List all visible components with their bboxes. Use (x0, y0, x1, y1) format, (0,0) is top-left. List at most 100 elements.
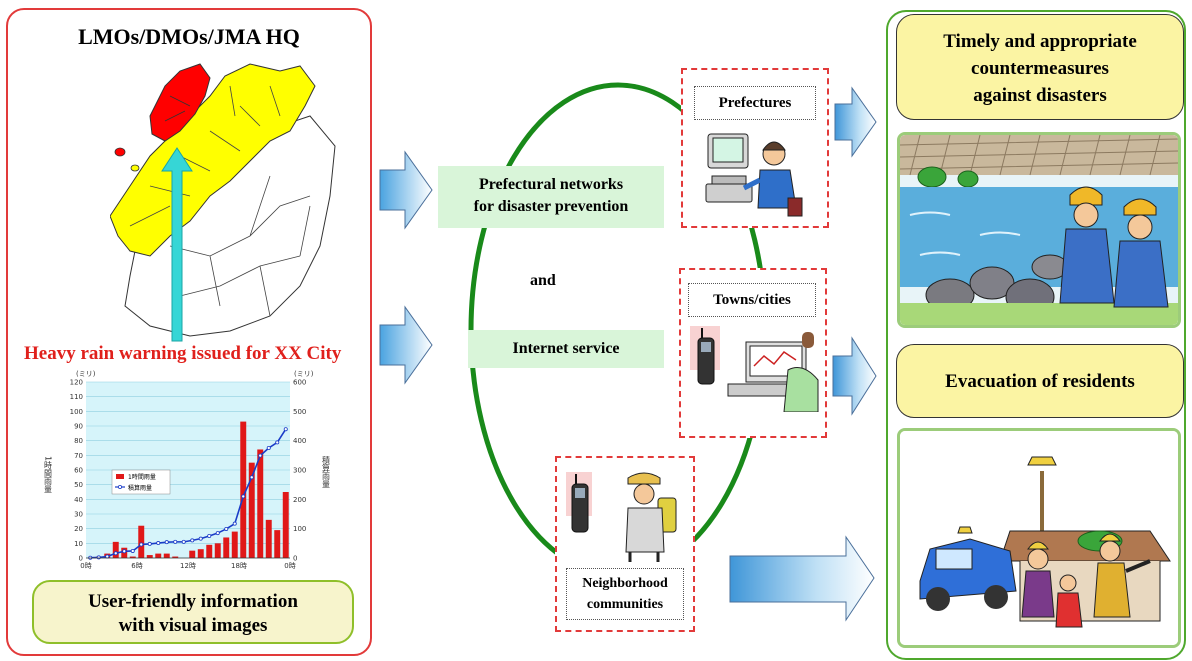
user-friendly-box: User-friendly information with visual im… (32, 580, 354, 644)
line-point (224, 526, 229, 531)
line-point (283, 427, 288, 432)
source-title: LMOs/DMOs/JMA HQ (78, 24, 300, 49)
left-tick-label: 20 (74, 525, 83, 533)
line-point (164, 540, 169, 545)
arrow-to-evacuation (832, 336, 877, 416)
left-tick-label: 10 (74, 540, 83, 548)
left-tick-label: 30 (74, 511, 83, 519)
line-point (207, 533, 212, 538)
bar (223, 537, 230, 558)
legend-bar-swatch (116, 474, 124, 479)
left-tick-label: 60 (74, 467, 83, 475)
computer-operator-icon (705, 133, 803, 217)
x-tick-label: 0時 (284, 562, 295, 570)
bar (146, 555, 153, 558)
evacuation-illustration (897, 428, 1181, 648)
bar (197, 549, 204, 558)
and-label: and (530, 272, 556, 289)
bar (248, 462, 255, 558)
left-axis-label: 1時間雨量 (44, 456, 53, 493)
right-tick-label: 100 (293, 525, 306, 533)
bar (257, 449, 264, 558)
line-point (232, 521, 237, 526)
legend-line-label: 積算雨量 (128, 484, 152, 492)
line-point (198, 536, 203, 541)
warning-label: Heavy rain warning issued for XX City (24, 343, 342, 364)
arrow-to-networks (379, 150, 433, 230)
arrow-to-internet (379, 305, 433, 385)
bar (155, 553, 162, 558)
line-point (241, 494, 246, 499)
evacuation-box: Evacuation of residents (896, 344, 1184, 418)
left-tick-label: 40 (74, 496, 83, 504)
right-tick-label: 300 (293, 467, 306, 475)
line-point (139, 542, 144, 547)
internet-label: Internet service (468, 330, 664, 368)
warning-arrow (161, 147, 193, 342)
bar (163, 553, 170, 558)
right-axis-label: 積算雨量 (322, 455, 331, 488)
countermeasures-line1: Timely and appropriate (943, 31, 1137, 52)
x-tick-label: 18時 (231, 562, 247, 570)
bar (265, 519, 272, 558)
right-tick-label: 200 (293, 496, 306, 504)
line-point (147, 541, 152, 546)
neighborhood-line1: Neighborhood (582, 576, 668, 591)
line-point (130, 548, 135, 553)
bar (172, 556, 179, 558)
bar (129, 556, 136, 558)
right-tick-label: 400 (293, 437, 306, 445)
legend-bar-label: 1時間雨量 (128, 473, 156, 481)
bar (206, 544, 213, 558)
networks-line2: for disaster prevention (473, 198, 629, 215)
left-tick-label: 80 (74, 437, 83, 445)
left-tick-label: 0 (79, 555, 83, 563)
user-friendly-line1: User-friendly information (88, 591, 298, 612)
arrow-to-countermeasures (834, 86, 877, 158)
x-ticks: 0時 6時 12時 18時 0時 (80, 557, 296, 570)
x-tick-label: 12時 (180, 562, 196, 570)
x-tick-label: 6時 (131, 562, 142, 570)
user-friendly-line2: with visual images (118, 615, 268, 636)
line-point (249, 475, 254, 480)
x-tick-label: 0時 (80, 562, 91, 570)
line-point (275, 440, 280, 445)
prefecture-map (110, 63, 336, 342)
countermeasures-line3: against disasters (973, 85, 1107, 106)
river-work-illustration (897, 132, 1181, 328)
line-point (190, 538, 195, 543)
chart-legend: 1時間雨量 積算雨量 (111, 469, 171, 495)
line-point (181, 539, 186, 544)
countermeasures-box: Timely and appropriate countermeasures a… (896, 14, 1184, 120)
bars-group (95, 421, 289, 558)
bar (240, 421, 247, 558)
towns-label: Towns/cities (688, 283, 816, 317)
left-tick-label: 50 (74, 481, 83, 489)
line-point (258, 453, 263, 458)
line-point (215, 531, 220, 536)
left-tick-label: 70 (74, 452, 83, 460)
bar (112, 541, 119, 558)
bar (274, 530, 281, 558)
bar (214, 543, 221, 558)
phone-firefighter-icon (566, 472, 677, 562)
right-tick-label: 500 (293, 408, 306, 416)
line-point (173, 539, 178, 544)
bar (282, 492, 289, 558)
line-point (156, 541, 161, 546)
countermeasures-line2: countermeasures (971, 58, 1109, 79)
right-tick-label: 600 (293, 379, 306, 387)
bar (138, 525, 145, 558)
networks-line1: Prefectural networks (478, 176, 624, 193)
arrow-from-communities (729, 535, 875, 622)
left-tick-label: 90 (74, 423, 83, 431)
left-tick-label: 110 (70, 393, 83, 401)
bar (231, 531, 238, 558)
left-unit: (ミリ) (76, 370, 96, 378)
bar (189, 550, 196, 558)
neighborhood-line2: communities (586, 597, 664, 612)
outcomes-panel (886, 10, 1186, 660)
